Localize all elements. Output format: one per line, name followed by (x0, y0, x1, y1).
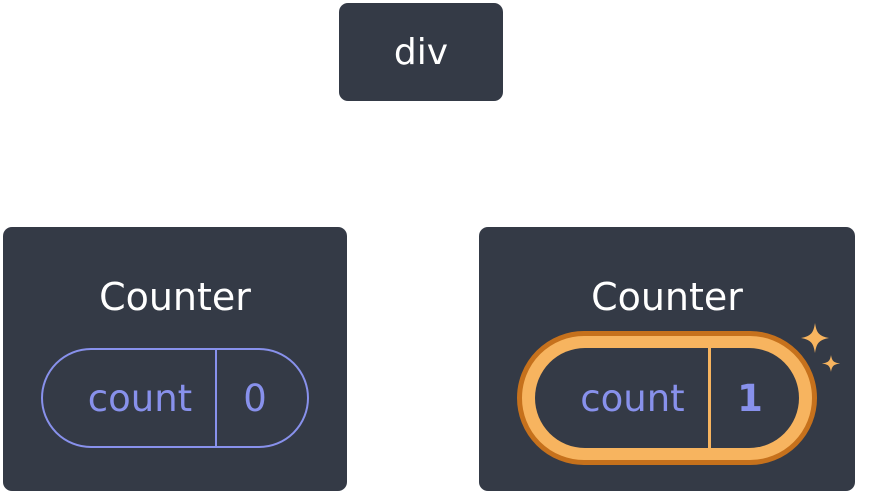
state-label-left: count (43, 350, 217, 446)
counter-title-left: Counter (99, 275, 251, 319)
sparkle-small (822, 355, 840, 372)
state-label-right: count (535, 348, 711, 448)
count-state-pill-right: count 1 (535, 348, 799, 448)
count-state-pill-left: count 0 (41, 348, 309, 448)
sparkle-icon (801, 323, 840, 372)
counter-node-left: Counter count 0 (3, 227, 347, 491)
counter-title-right: Counter (591, 275, 743, 319)
state-value-left: 0 (243, 376, 267, 420)
sparkle-large (801, 323, 829, 353)
counter-node-right: Counter count 1 (479, 227, 855, 491)
state-highlight-ring: count 1 (517, 331, 817, 465)
div-node: div (339, 3, 503, 101)
div-node-label: div (393, 31, 449, 73)
state-value-right: 1 (737, 376, 763, 420)
